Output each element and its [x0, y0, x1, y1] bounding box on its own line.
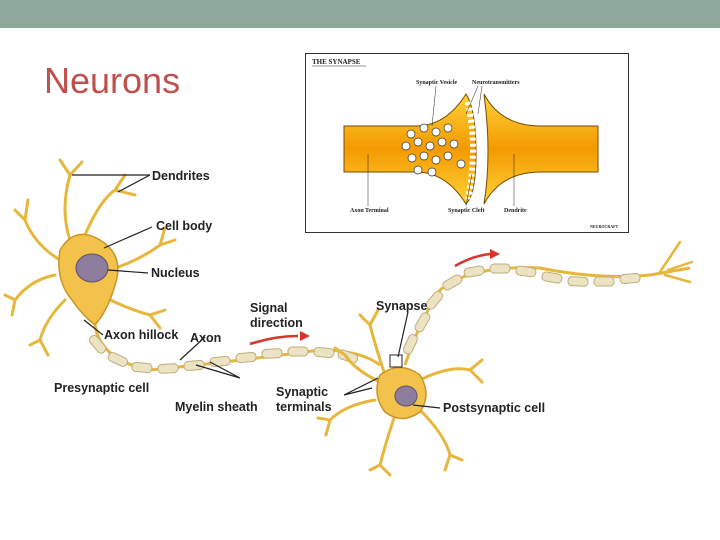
label-presynaptic-cell: Presynaptic cell	[54, 381, 149, 395]
slide-title: Neurons	[44, 60, 181, 101]
label-axon: Axon	[190, 331, 221, 345]
axon-terminal-branches	[658, 240, 694, 284]
label-synapse: Synapse	[376, 299, 427, 313]
synapse-illustration: THE SYNAPSE Synaptic Vesicle Neurotransm…	[312, 58, 619, 229]
inset-heading: THE SYNAPSE	[312, 58, 361, 66]
label-synaptic: Synaptic	[276, 385, 328, 399]
label-synaptic-vesicle: Synaptic Vesicle	[416, 80, 458, 86]
presynaptic-nucleus	[75, 253, 109, 283]
label-direction: direction	[250, 316, 303, 330]
label-dendrite: Dendrite	[504, 208, 527, 214]
label-axon-terminal: Axon Terminal	[350, 208, 389, 214]
neuron-diagram: Dendrites Cell body Nucleus Axon hillock…	[0, 150, 720, 480]
dendrite-shape	[483, 93, 599, 205]
postsynaptic-myelin	[402, 263, 641, 355]
label-neurotransmitters: Neurotransmitters	[472, 80, 520, 86]
label-postsynaptic-cell: Postsynaptic cell	[443, 401, 545, 415]
label-myelin-sheath: Myelin sheath	[175, 400, 258, 414]
label-synaptic-cleft: Synaptic Cleft	[448, 208, 485, 214]
label-signal: Signal	[250, 301, 288, 315]
leader-lines	[72, 174, 441, 409]
label-cell-body: Cell body	[156, 219, 212, 233]
vesicles	[401, 123, 466, 177]
presynaptic-dendrites	[3, 158, 177, 357]
synapse-inset: THE SYNAPSE Synaptic Vesicle Neurotransm…	[305, 53, 629, 233]
postsynaptic-nucleus	[394, 385, 418, 407]
signal-arrows	[249, 249, 500, 346]
top-bar	[0, 0, 720, 28]
label-nucleus: Nucleus	[151, 266, 200, 280]
label-terminals: terminals	[276, 400, 332, 414]
synapse-marker	[389, 354, 403, 368]
inset-credit: NEUROCRAFT	[590, 224, 619, 229]
postsynaptic-dendrites	[316, 308, 484, 477]
axon-terminal-shape	[343, 93, 477, 205]
label-dendrites: Dendrites	[152, 169, 210, 183]
label-axon-hillock: Axon hillock	[104, 328, 178, 342]
synaptic-cleft	[465, 101, 476, 200]
neuron-illustration: Dendrites Cell body Nucleus Axon hillock…	[3, 158, 694, 477]
